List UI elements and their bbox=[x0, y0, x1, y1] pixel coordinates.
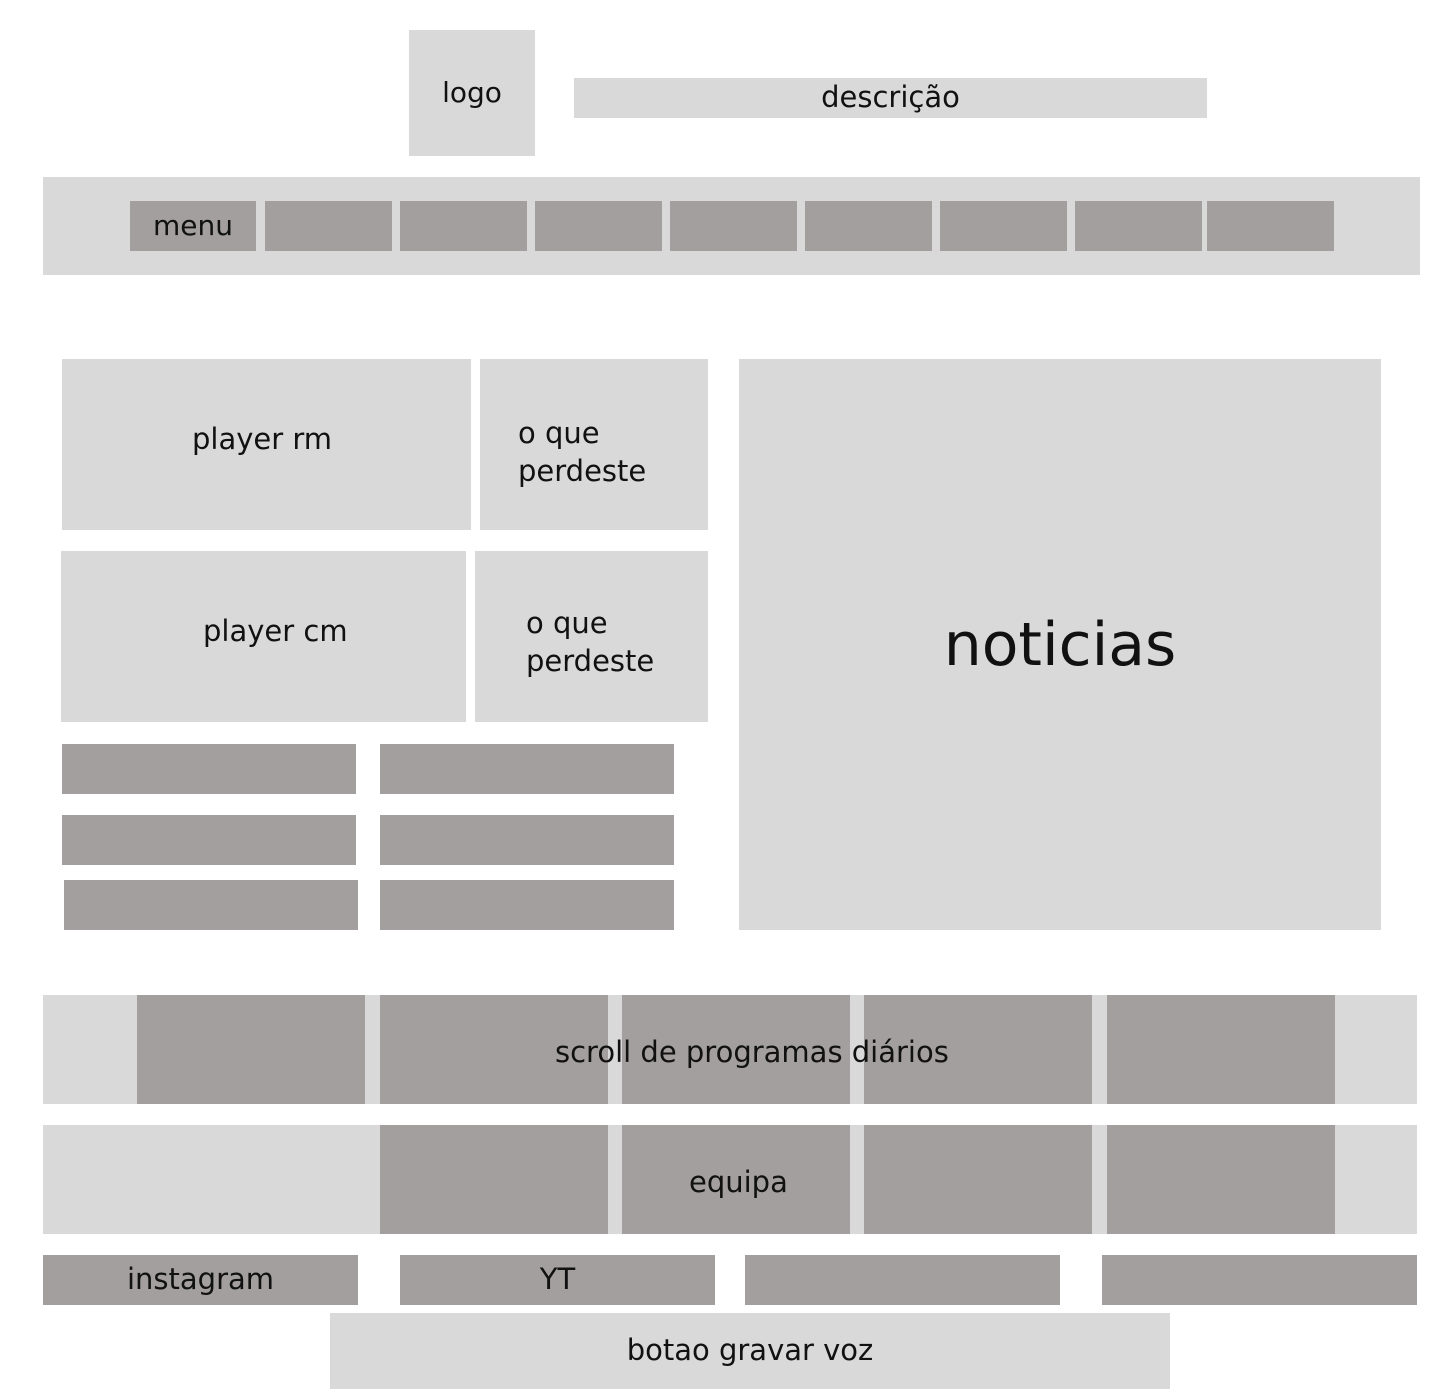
logo-label: logo bbox=[442, 75, 502, 109]
program-card-5[interactable] bbox=[1107, 995, 1335, 1104]
program-card-4[interactable] bbox=[864, 995, 1092, 1104]
program-card-2[interactable] bbox=[380, 995, 608, 1104]
grid-button-2[interactable] bbox=[380, 744, 674, 794]
missed-panel-rm[interactable]: o que perdeste bbox=[480, 359, 708, 530]
youtube-button[interactable]: YT bbox=[400, 1255, 715, 1305]
nav-item-menu[interactable]: menu bbox=[130, 201, 256, 251]
grid-button-5[interactable] bbox=[64, 880, 358, 930]
social-button-3[interactable] bbox=[745, 1255, 1060, 1305]
team-card-1[interactable] bbox=[380, 1125, 608, 1234]
missed-panel-cm-text: o que perdeste bbox=[526, 605, 654, 680]
grid-button-6[interactable] bbox=[380, 880, 674, 930]
missed-panel-rm-line-2: perdeste bbox=[518, 453, 647, 488]
program-card-3[interactable] bbox=[622, 995, 850, 1104]
nav-item-5[interactable] bbox=[670, 201, 797, 251]
nav-item-6[interactable] bbox=[805, 201, 932, 251]
missed-panel-rm-line-1: o que bbox=[518, 416, 600, 450]
nav-item-4[interactable] bbox=[535, 201, 662, 251]
news-panel[interactable]: noticias bbox=[739, 359, 1381, 930]
missed-panel-cm-line-1: o que bbox=[526, 606, 608, 640]
nav-item-7[interactable] bbox=[940, 201, 1067, 251]
news-title: noticias bbox=[943, 609, 1177, 680]
missed-panel-cm-line-2: perdeste bbox=[526, 643, 655, 678]
missed-panel-cm[interactable]: o que perdeste bbox=[475, 551, 708, 722]
record-voice-label: botao gravar voz bbox=[626, 1333, 874, 1368]
player-cm[interactable]: player cm bbox=[61, 551, 466, 722]
record-voice-button[interactable]: botao gravar voz bbox=[330, 1313, 1170, 1389]
nav-item-9[interactable] bbox=[1207, 201, 1334, 251]
player-rm-label: player rm bbox=[192, 422, 333, 456]
player-rm[interactable]: player rm bbox=[62, 359, 471, 530]
team-card-4[interactable] bbox=[1107, 1125, 1335, 1234]
social-button-4[interactable] bbox=[1102, 1255, 1417, 1305]
missed-panel-rm-text: o que perdeste bbox=[518, 415, 646, 490]
grid-button-3[interactable] bbox=[62, 815, 356, 865]
nav-item-2[interactable] bbox=[265, 201, 392, 251]
instagram-button[interactable]: instagram bbox=[43, 1255, 358, 1305]
logo[interactable]: logo bbox=[409, 30, 535, 156]
team-card-3[interactable] bbox=[864, 1125, 1092, 1234]
nav-item-menu-label: menu bbox=[153, 208, 233, 242]
nav-item-3[interactable] bbox=[400, 201, 527, 251]
team-card-2[interactable] bbox=[622, 1125, 850, 1234]
player-cm-label: player cm bbox=[203, 614, 348, 648]
grid-button-1[interactable] bbox=[62, 744, 356, 794]
program-card-1[interactable] bbox=[137, 995, 365, 1104]
description-bar: descrição bbox=[574, 78, 1207, 118]
instagram-label: instagram bbox=[126, 1262, 275, 1297]
nav-item-8[interactable] bbox=[1075, 201, 1202, 251]
grid-button-4[interactable] bbox=[380, 815, 674, 865]
description-label: descrição bbox=[821, 80, 960, 115]
youtube-label: YT bbox=[539, 1262, 576, 1297]
